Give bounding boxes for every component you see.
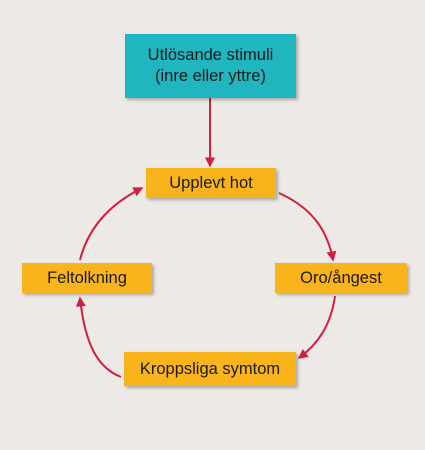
arrow-misinterpretation-to-threat bbox=[79, 187, 144, 261]
trigger-line-1: Utlösande stimuli bbox=[147, 46, 274, 64]
trigger-line-2: (inre eller yttre) bbox=[155, 67, 266, 85]
trigger-stimuli-box: Utlösande stimuli (inre eller yttre) bbox=[125, 34, 296, 98]
symptoms-box: Kroppsliga symtom bbox=[124, 352, 296, 386]
symptoms-label: Kroppsliga symtom bbox=[139, 359, 281, 378]
anxiety-box: Oro/ångest bbox=[275, 263, 407, 293]
threat-box: Upplevt hot bbox=[146, 168, 276, 198]
misinterpretation-label: Feltolkning bbox=[47, 268, 127, 287]
arrow-anxiety-to-symptoms bbox=[297, 295, 336, 359]
anxiety-label: Oro/ångest bbox=[300, 268, 382, 287]
misinterpretation-box: Feltolkning bbox=[22, 263, 152, 293]
arrow-symptoms-to-misinterpretation bbox=[75, 296, 122, 378]
arrow-threat-to-anxiety bbox=[278, 192, 337, 262]
threat-label: Upplevt hot bbox=[169, 173, 253, 192]
